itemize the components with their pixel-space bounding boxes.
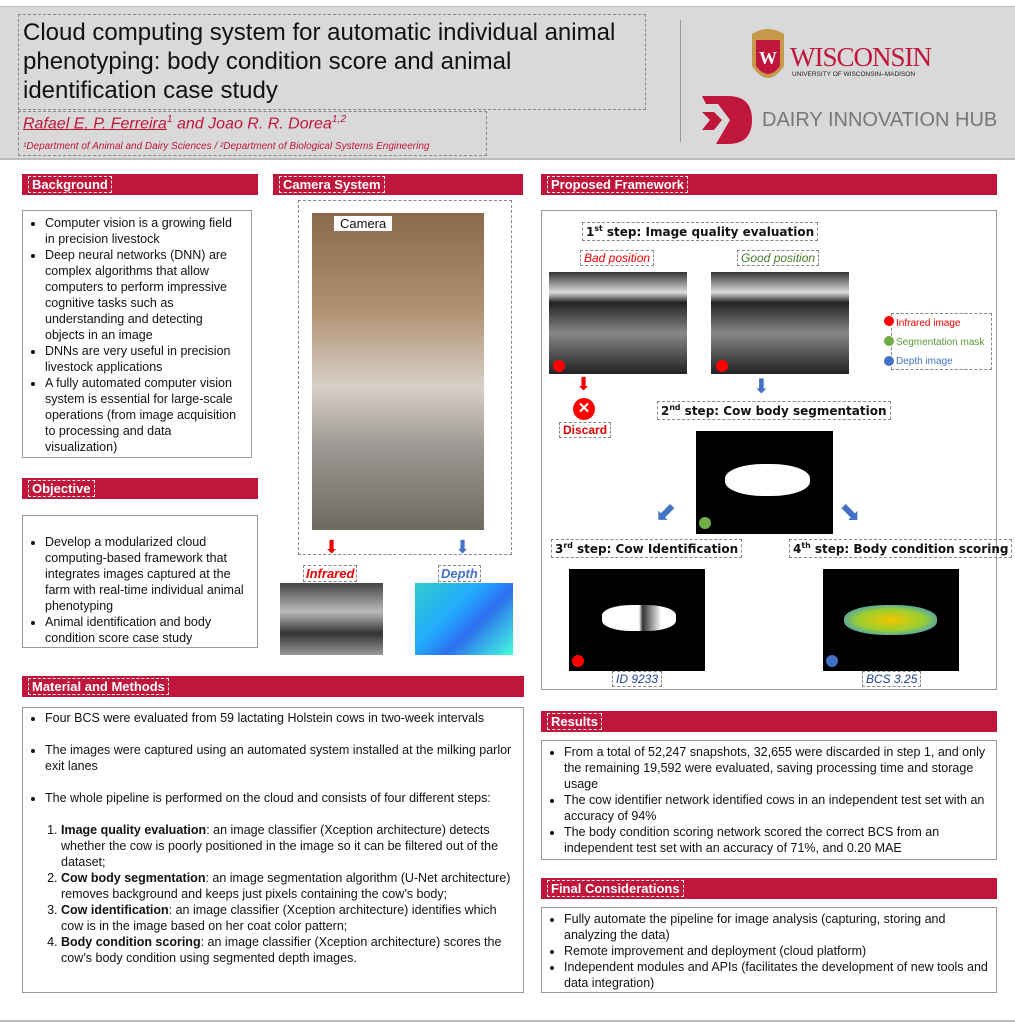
bad-position-image	[549, 272, 687, 374]
legend-depth: Depth image	[896, 356, 953, 367]
method-step: Cow identification: an image classifier …	[61, 902, 515, 934]
depth-dot-icon	[826, 655, 838, 667]
camera-frame	[298, 200, 512, 555]
list-item: Fully automate the pipeline for image an…	[564, 911, 990, 943]
camera-heading: Camera System	[273, 174, 523, 195]
list-item: The whole pipeline is performed on the c…	[45, 790, 515, 806]
step4-label: 4th step: Body condition scoring	[789, 539, 1013, 558]
footer-line	[0, 1020, 1015, 1022]
mask-dot-icon	[699, 517, 711, 529]
objective-box: Develop a modularized cloud computing-ba…	[22, 515, 258, 648]
uw-crest-logo: W	[748, 26, 788, 93]
list-item: Develop a modularized cloud computing-ba…	[45, 534, 251, 614]
list-item: The cow identifier network identified co…	[564, 792, 990, 824]
infrared-dot-icon	[553, 360, 565, 372]
blue-arrow-down-icon: ⬇	[455, 537, 471, 557]
background-heading: Background	[22, 174, 258, 195]
list-item: A fully automated computer vision system…	[45, 375, 245, 455]
cow-id-result: ID 9233	[612, 671, 663, 687]
red-arrow-down-icon: ⬇	[324, 537, 340, 557]
list-item: Computer vision is a growing field in pr…	[45, 215, 245, 247]
segmentation-mask-image	[696, 431, 833, 534]
list-item: Animal identification and body condition…	[45, 614, 251, 646]
barn-camera-photo	[312, 213, 484, 530]
poster-header	[0, 6, 1015, 160]
cow-mask-shape	[725, 464, 810, 496]
legend-green-dot-icon	[884, 336, 894, 346]
good-position-label: Good position	[737, 250, 820, 266]
depth-image	[415, 583, 513, 655]
depth-label: Depth	[438, 565, 481, 582]
author-1: Rafael E. P. Ferreira	[23, 115, 167, 133]
list-item: The images were captured using an automa…	[45, 742, 515, 774]
methods-box: Four BCS were evaluated from 59 lactatin…	[22, 707, 524, 993]
infrared-label: Infrared	[303, 565, 358, 582]
method-step: Body condition scoring: an image classif…	[61, 934, 515, 966]
final-box: Fully automate the pipeline for image an…	[541, 907, 997, 993]
legend-red-dot-icon	[884, 316, 894, 326]
svg-text:W: W	[759, 48, 777, 68]
uw-subtitle: UNIVERSITY OF WISCONSIN–MADISON	[792, 71, 916, 78]
background-box: Computer vision is a growing field in pr…	[22, 210, 252, 458]
bcs-depth-image	[823, 569, 959, 671]
bad-position-label: Bad position	[580, 250, 655, 266]
list-item: Deep neural networks (DNN) are complex a…	[45, 247, 245, 343]
affiliations: ¹Department of Animal and Dairy Sciences…	[23, 141, 430, 153]
step1-label: 1st step: Image quality evaluation	[582, 222, 819, 241]
bcs-result: BCS 3.25	[862, 671, 922, 687]
camera-label: Camera	[334, 216, 393, 231]
red-arrow-down-icon: ⬇	[576, 374, 592, 394]
discard-x-icon: ✕	[573, 398, 595, 420]
legend-mask: Segmentation mask	[896, 337, 985, 348]
results-box: From a total of 52,247 snapshots, 32,655…	[541, 740, 997, 860]
legend-infrared: Infrared image	[896, 318, 961, 329]
list-item: The body condition scoring network score…	[564, 824, 990, 856]
cow-id-image	[569, 569, 705, 671]
legend-blue-dot-icon	[884, 356, 894, 366]
list-item: From a total of 52,247 snapshots, 32,655…	[564, 744, 990, 792]
uw-wordmark: WISCONSIN	[790, 42, 932, 72]
list-item: Independent modules and APIs (facilitate…	[564, 959, 990, 991]
objective-heading: Objective	[22, 478, 258, 499]
poster-title: Cloud computing system for automatic ind…	[18, 14, 646, 110]
step2-label: 2nd step: Cow body segmentation	[657, 401, 891, 420]
framework-heading: Proposed Framework	[541, 174, 997, 195]
list-item: Four BCS were evaluated from 59 lactatin…	[45, 710, 515, 726]
dih-wordmark: DAIRY INNOVATION HUB	[762, 109, 998, 131]
author-1-sup: 1	[166, 114, 173, 125]
blue-arrow-down-icon: ⬇	[753, 376, 770, 398]
and-text: and	[172, 115, 209, 133]
infrared-dot-icon	[716, 360, 728, 372]
legend: Infrared image Segmentation mask Depth i…	[891, 313, 992, 370]
final-heading: Final Considerations	[541, 878, 997, 899]
framework-box	[541, 210, 997, 690]
discard-label: Discard	[559, 422, 612, 438]
header-divider	[680, 20, 681, 142]
step3-label: 3rd step: Cow Identification	[551, 539, 743, 558]
infrared-image	[280, 583, 383, 655]
results-heading: Results	[541, 711, 997, 732]
method-step: Cow body segmentation: an image segmenta…	[61, 870, 515, 902]
dih-logo-icon	[700, 94, 754, 151]
infrared-dot-icon	[572, 655, 584, 667]
authors-block: Rafael E. P. Ferreira1 and Joao R. R. Do…	[18, 111, 487, 156]
method-step: Image quality evaluation: an image class…	[61, 822, 515, 870]
list-item: DNNs are very useful in precision livest…	[45, 343, 245, 375]
author-2-sup: 1,2	[331, 114, 347, 125]
author-2: Joao R. R. Dorea	[208, 115, 332, 133]
list-item: Remote improvement and deployment (cloud…	[564, 943, 990, 959]
good-position-image	[711, 272, 849, 374]
methods-heading: Material and Methods	[22, 676, 524, 697]
